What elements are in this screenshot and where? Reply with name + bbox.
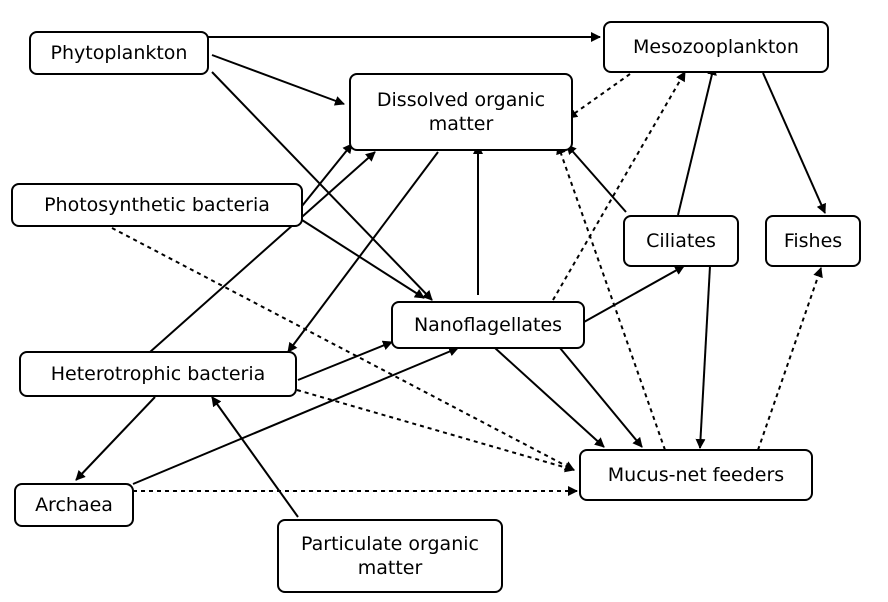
node-label-heterotrophic-bacteria: Heterotrophic bacteria	[51, 363, 266, 385]
edge-mucus-net-feeders-to-dom	[556, 144, 666, 451]
node-box-heterotrophic-bacteria	[19, 351, 297, 397]
node-box-archaea	[14, 483, 134, 527]
node-box-fishes	[765, 215, 861, 267]
node-box-pom	[277, 519, 503, 593]
node-label-mesozooplankton: Mesozooplankton	[633, 36, 799, 58]
node-box-mucus-net-feeders	[579, 449, 813, 501]
node-box-ciliates	[623, 215, 739, 267]
edge-pom-to-heterotrophic-bacteria	[211, 396, 299, 518]
edges-layer	[75, 32, 826, 518]
node-label-pom-line-2: matter	[358, 557, 423, 579]
node-label-phytoplankton: Phytoplankton	[51, 42, 188, 64]
node-label-dom-line-1: Dissolved organic	[377, 89, 545, 111]
node-label-photosynthetic-bacteria: Photosynthetic bacteria	[44, 194, 270, 216]
edge-phytoplankton-to-nanoflagellates	[211, 71, 433, 301]
node-phytoplankton: Phytoplankton	[29, 31, 209, 75]
node-label-pom-line-1: Particulate organic	[301, 533, 479, 555]
edge-phytoplankton-to-dom	[211, 54, 345, 106]
edge-mesozooplankton-to-fishes	[762, 72, 826, 214]
node-label-nanoflagellates: Nanoflagellates	[414, 314, 562, 336]
edge-heterotrophic-bacteria-to-archaea	[75, 396, 156, 481]
node-label-archaea: Archaea	[35, 494, 113, 516]
edge-nanoflagellates-to-mucus-net-feeders	[494, 347, 605, 448]
edge-ciliates-to-mesozooplankton	[677, 65, 717, 216]
edge-nanoflagellates-to-ciliates	[583, 265, 685, 323]
node-box-mesozooplankton	[603, 21, 829, 73]
edge-heterotrophic-bacteria-to-dom	[149, 151, 376, 353]
node-label-mucus-net-feeders: Mucus-net feeders	[608, 464, 784, 486]
node-ciliates: Ciliates	[623, 215, 739, 267]
node-heterotrophic-bacteria: Heterotrophic bacteria	[19, 351, 297, 397]
edge-ciliates-to-dom	[566, 144, 627, 213]
edge-mesozooplankton-to-dom	[567, 73, 631, 119]
node-label-dom-line-2: matter	[429, 113, 494, 135]
edge-archaea-to-nanoflagellates	[132, 346, 459, 485]
node-label-ciliates: Ciliates	[646, 230, 716, 252]
edge-photosynthetic-bacteria-to-dom	[301, 143, 353, 207]
node-mucus-net-feeders: Mucus-net feeders	[579, 449, 813, 501]
edge-ciliates-to-mucus-net-feeders	[695, 265, 711, 449]
node-box-photosynthetic-bacteria	[11, 183, 303, 227]
edge-heterotrophic-bacteria-to-mucus-net-feeders	[296, 389, 575, 473]
node-photosynthetic-bacteria: Photosynthetic bacteria	[11, 183, 303, 227]
node-archaea: Archaea	[14, 483, 134, 527]
node-box-phytoplankton	[29, 31, 209, 75]
edge-photosynthetic-bacteria-to-nanoflagellates	[301, 219, 425, 299]
edge-photosynthetic-bacteria-to-mucus-net-feeders	[111, 227, 575, 471]
edge-nanoflagellates-to-mesozooplankton	[552, 71, 686, 301]
edge-nanoflagellates-to-mucus-net-feeders	[559, 347, 643, 448]
node-box-dom	[349, 73, 573, 151]
edge-dom-to-heterotrophic-bacteria	[287, 151, 439, 353]
edge-mucus-net-feeders-to-fishes	[757, 267, 823, 451]
node-box-nanoflagellates	[391, 301, 585, 349]
node-label-fishes: Fishes	[784, 230, 842, 252]
node-nanoflagellates: Nanoflagellates	[391, 301, 585, 349]
node-fishes: Fishes	[765, 215, 861, 267]
node-mesozooplankton: Mesozooplankton	[603, 21, 829, 73]
edge-heterotrophic-bacteria-to-nanoflagellates	[297, 340, 393, 381]
